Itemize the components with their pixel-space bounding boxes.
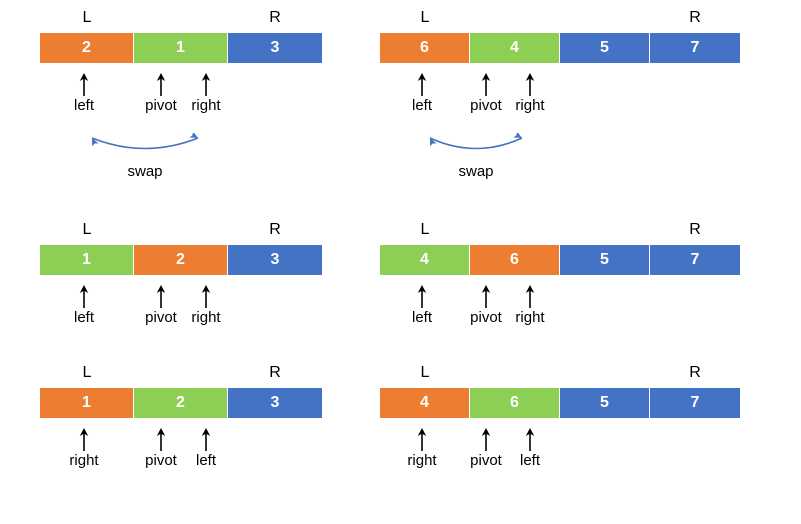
pointer-right: right xyxy=(500,72,560,114)
endpoint-label-r: R xyxy=(269,364,281,381)
pointer-label: pivot xyxy=(145,97,177,114)
up-arrow-icon xyxy=(417,73,427,96)
endpoint-label-r: R xyxy=(689,364,701,381)
pointer-label: pivot xyxy=(470,309,502,326)
pointer-pivot: pivot xyxy=(131,284,191,326)
endpoint-label-l: L xyxy=(420,364,430,381)
up-arrow-icon xyxy=(417,428,427,451)
endpoint-label-r: R xyxy=(689,221,701,238)
pointer-right: right xyxy=(500,284,560,326)
array-cell[interactable]: 6 xyxy=(380,33,470,63)
pointer-label: pivot xyxy=(145,452,177,469)
pointer-right: right xyxy=(392,427,452,469)
up-arrow-icon xyxy=(481,428,491,451)
pointer-pivot: pivot xyxy=(131,427,191,469)
pointer-label: right xyxy=(515,309,545,326)
swap-label: swap xyxy=(458,163,494,180)
pointer-label: left xyxy=(411,97,432,114)
pointer-label: pivot xyxy=(145,309,177,326)
up-arrow-icon xyxy=(417,285,427,308)
endpoint-label-l: L xyxy=(82,221,92,238)
swap-arc-icon xyxy=(91,133,199,150)
pointer-left: left xyxy=(54,72,114,114)
pointer-label: left xyxy=(195,452,216,469)
up-arrow-icon xyxy=(481,285,491,308)
swap-label: swap xyxy=(127,163,163,180)
pointer-label: left xyxy=(73,309,94,326)
array-cell[interactable]: 4 xyxy=(470,33,560,63)
up-arrow-icon xyxy=(156,73,166,96)
array-cell[interactable]: 7 xyxy=(650,33,740,63)
up-arrow-icon xyxy=(79,428,89,451)
array-cell[interactable]: 6 xyxy=(470,388,560,418)
swap-arc-icon xyxy=(429,133,523,150)
up-arrow-icon xyxy=(201,285,211,308)
array-cell[interactable]: 2 xyxy=(134,388,228,418)
pointer-right: right xyxy=(176,284,236,326)
endpoint-label-l: L xyxy=(82,364,92,381)
pointer-left: left xyxy=(500,427,560,469)
up-arrow-icon xyxy=(156,285,166,308)
array-cell[interactable]: 7 xyxy=(650,245,740,275)
pointer-label: pivot xyxy=(470,452,502,469)
pointer-left: left xyxy=(392,72,452,114)
pointer-label: left xyxy=(519,452,540,469)
array-cell[interactable]: 4 xyxy=(380,245,470,275)
endpoint-label-l: L xyxy=(420,9,430,26)
array-cell[interactable]: 3 xyxy=(228,245,322,275)
pointer-pivot: pivot xyxy=(456,72,516,114)
pointer-pivot: pivot xyxy=(456,284,516,326)
array-cell[interactable]: 1 xyxy=(40,245,134,275)
array-cell[interactable]: 3 xyxy=(228,388,322,418)
array-cell[interactable]: 2 xyxy=(134,245,228,275)
swap-indicator xyxy=(84,133,206,163)
pointer-label: right xyxy=(515,97,545,114)
array-cell[interactable]: 1 xyxy=(134,33,228,63)
endpoint-label-r: R xyxy=(689,9,701,26)
array-cell[interactable]: 5 xyxy=(560,388,650,418)
pointer-label: right xyxy=(191,309,221,326)
array-cell[interactable]: 5 xyxy=(560,33,650,63)
array-cell[interactable]: 5 xyxy=(560,245,650,275)
up-arrow-icon xyxy=(156,428,166,451)
array-cell[interactable]: 2 xyxy=(40,33,134,63)
pointer-pivot: pivot xyxy=(456,427,516,469)
array-cell[interactable]: 1 xyxy=(40,388,134,418)
pointer-left: left xyxy=(54,284,114,326)
array-cell[interactable]: 7 xyxy=(650,388,740,418)
pointer-label: right xyxy=(69,452,99,469)
pointer-pivot: pivot xyxy=(131,72,191,114)
up-arrow-icon xyxy=(79,285,89,308)
up-arrow-icon xyxy=(525,285,535,308)
endpoint-label-l: L xyxy=(82,9,92,26)
endpoint-label-r: R xyxy=(269,9,281,26)
up-arrow-icon xyxy=(201,428,211,451)
endpoint-label-r: R xyxy=(269,221,281,238)
pointer-label: left xyxy=(73,97,94,114)
swap-indicator xyxy=(422,133,530,163)
up-arrow-icon xyxy=(79,73,89,96)
array-cell[interactable]: 6 xyxy=(470,245,560,275)
array-cell[interactable]: 3 xyxy=(228,33,322,63)
pointer-left: left xyxy=(176,427,236,469)
pointer-label: left xyxy=(411,309,432,326)
up-arrow-icon xyxy=(481,73,491,96)
pointer-right: right xyxy=(176,72,236,114)
pointer-left: left xyxy=(392,284,452,326)
pointer-label: pivot xyxy=(470,97,502,114)
pointer-label: right xyxy=(407,452,437,469)
up-arrow-icon xyxy=(525,428,535,451)
pointer-label: right xyxy=(191,97,221,114)
array-cell[interactable]: 4 xyxy=(380,388,470,418)
up-arrow-icon xyxy=(525,73,535,96)
up-arrow-icon xyxy=(201,73,211,96)
pointer-right: right xyxy=(54,427,114,469)
endpoint-label-l: L xyxy=(420,221,430,238)
